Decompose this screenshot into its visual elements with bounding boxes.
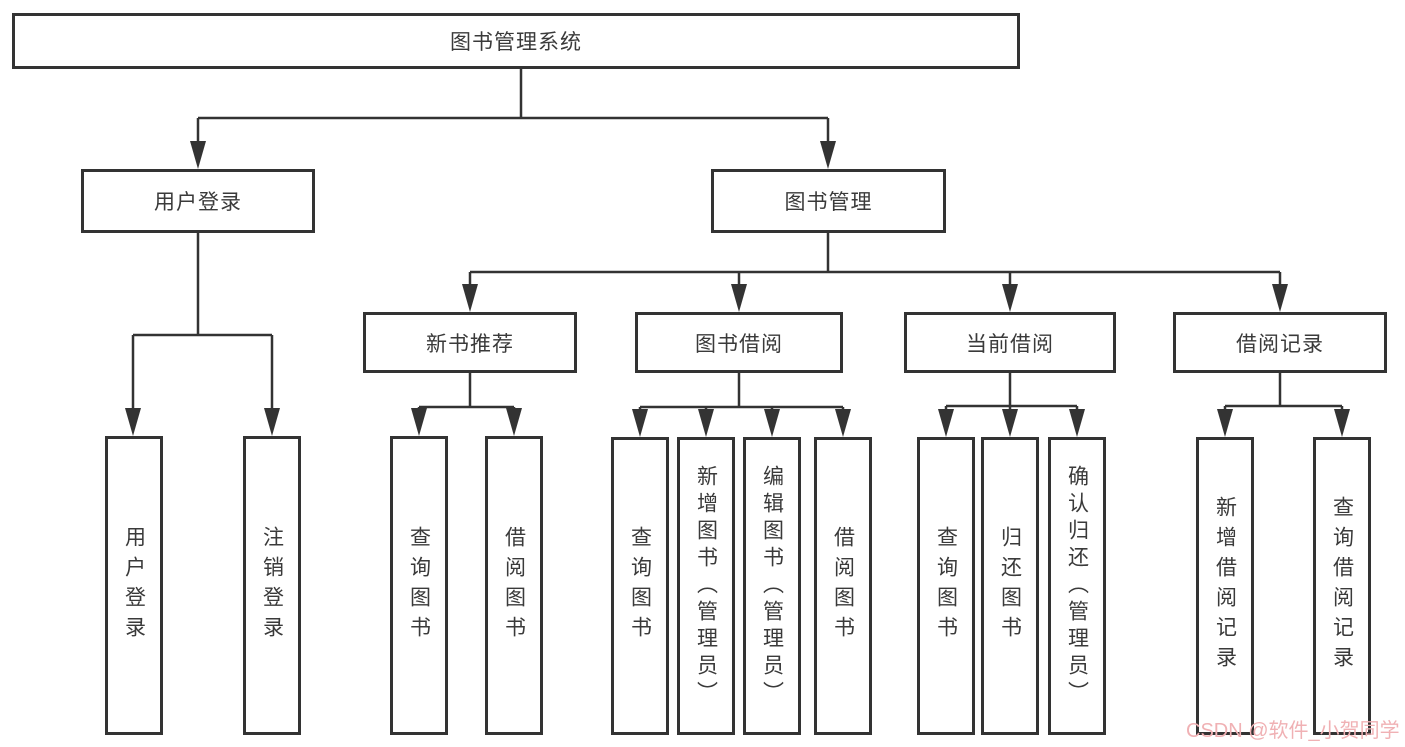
node-leaf-edit-book-admin: 编辑图书（管理员） <box>743 437 801 735</box>
node-current-borrow-label: 当前借阅 <box>966 332 1054 356</box>
node-leaf-logout: 注销登录 <box>243 436 301 735</box>
node-leaf-query-book-borrow: 查询图书 <box>611 437 669 735</box>
edge-root-to-level2 <box>196 68 830 146</box>
node-leaf-query-borrow-record-label: 查询借阅记录 <box>1330 496 1354 676</box>
csdn-watermark: CSDN @软件_小贺同学 <box>1186 720 1400 742</box>
node-leaf-add-book-admin-label: 新增图书（管理员） <box>694 464 718 708</box>
node-leaf-logout-label: 注销登录 <box>260 525 284 646</box>
arrowheads <box>125 141 1350 437</box>
node-user-login-label: 用户登录 <box>154 191 242 214</box>
node-leaf-query-book-recommend: 查询图书 <box>390 436 448 735</box>
node-leaf-add-borrow-record-label: 新增借阅记录 <box>1213 496 1237 676</box>
node-current-borrow: 当前借阅 <box>904 312 1116 373</box>
node-borrow-records: 借阅记录 <box>1173 312 1387 373</box>
node-leaf-edit-book-admin-label: 编辑图书（管理员） <box>760 464 784 708</box>
edge-newrec-to-leaves <box>417 373 516 412</box>
node-root-label: 图书管理系统 <box>450 31 582 54</box>
edge-bookmgmt-to-level3 <box>468 232 1282 289</box>
node-leaf-user-login: 用户登录 <box>105 436 163 735</box>
node-leaf-borrow-book-label: 借阅图书 <box>831 526 855 646</box>
node-leaf-add-borrow-record: 新增借阅记录 <box>1196 437 1254 735</box>
node-leaf-add-book-admin: 新增图书（管理员） <box>677 437 735 735</box>
node-book-management-label: 图书管理 <box>784 191 873 214</box>
node-leaf-query-book-current-label: 查询图书 <box>934 526 958 646</box>
edge-borrowrecords-to-leaves <box>1223 373 1344 412</box>
node-leaf-return-book-label: 归还图书 <box>998 526 1022 646</box>
node-leaf-confirm-return-admin: 确认归还（管理员） <box>1048 437 1106 735</box>
node-leaf-query-book-recommend-label: 查询图书 <box>407 525 431 646</box>
node-leaf-borrow-book-recommend-label: 借阅图书 <box>502 525 526 646</box>
node-leaf-confirm-return-admin-label: 确认归还（管理员） <box>1065 464 1089 708</box>
node-book-borrow: 图书借阅 <box>635 312 843 373</box>
node-leaf-borrow-book: 借阅图书 <box>814 437 872 735</box>
node-book-management: 图书管理 <box>711 169 946 233</box>
edge-currentborrow-to-leaves <box>944 373 1079 412</box>
node-leaf-query-borrow-record: 查询借阅记录 <box>1313 437 1371 735</box>
node-new-book-recommend-label: 新书推荐 <box>426 332 514 356</box>
node-leaf-query-book-current: 查询图书 <box>917 437 975 735</box>
node-leaf-return-book: 归还图书 <box>981 437 1039 735</box>
node-borrow-records-label: 借阅记录 <box>1236 332 1324 356</box>
node-new-book-recommend: 新书推荐 <box>363 312 577 373</box>
node-leaf-borrow-book-recommend: 借阅图书 <box>485 436 543 735</box>
node-leaf-user-login-label: 用户登录 <box>122 525 146 646</box>
edge-bookborrow-to-leaves <box>638 373 845 412</box>
node-root: 图书管理系统 <box>12 13 1020 69</box>
edge-userlogin-to-leaves <box>131 233 274 411</box>
node-user-login: 用户登录 <box>81 169 315 233</box>
node-leaf-query-book-borrow-label: 查询图书 <box>628 526 652 646</box>
node-book-borrow-label: 图书借阅 <box>695 332 783 356</box>
